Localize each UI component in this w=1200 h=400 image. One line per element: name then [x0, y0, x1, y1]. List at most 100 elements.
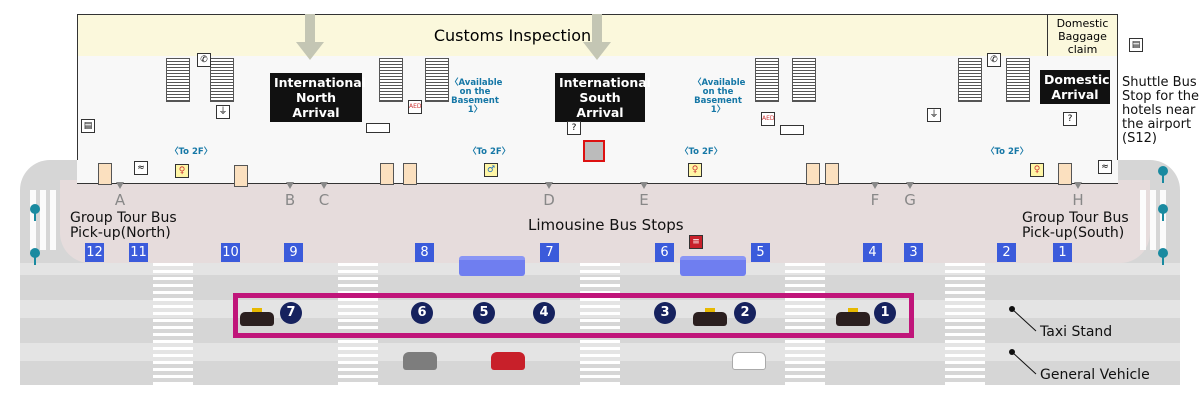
bus-stop-11[interactable]: 11	[129, 243, 148, 262]
gate-e: E	[634, 182, 654, 209]
taxi-zone	[233, 293, 914, 338]
bus-stop-8[interactable]: 8	[415, 243, 434, 262]
stairs-icon	[755, 58, 779, 102]
taxi-stand-5[interactable]: 5	[473, 302, 495, 324]
bus-stop-6[interactable]: 6	[655, 243, 674, 262]
bus-stop-7[interactable]: 7	[540, 243, 559, 262]
shop	[825, 163, 839, 185]
gate-b: B	[280, 182, 300, 209]
taxi-icon	[836, 308, 870, 326]
crosswalk	[153, 263, 193, 385]
info-phone-icon: ?	[1063, 112, 1077, 126]
crosswalk	[1140, 190, 1170, 250]
group-tour-south-pin	[1158, 204, 1168, 221]
bus-stop-3[interactable]: 3	[904, 243, 923, 262]
crosswalk	[945, 263, 985, 385]
smoking-icon: ≈	[134, 161, 148, 175]
car-icon	[732, 352, 766, 370]
shop	[234, 165, 248, 187]
general-vehicle-pointer	[1008, 348, 1042, 378]
bus-stop-12[interactable]: 12	[85, 243, 104, 262]
taxi-stand-4[interactable]: 4	[533, 302, 555, 324]
to-2f-note: 〈To 2F〉	[986, 147, 1029, 157]
sidewalk	[60, 180, 1150, 263]
smoking-icon: ≈	[1098, 160, 1112, 174]
limousine-bus-stops-label: Limousine Bus Stops	[528, 216, 684, 234]
power-icon: ⏚	[927, 108, 941, 122]
gate-f: F	[865, 182, 885, 209]
bus-stop-5[interactable]: 5	[751, 243, 770, 262]
car-icon	[403, 352, 437, 370]
stairs-icon	[958, 58, 982, 102]
bus-stop-4[interactable]: 4	[863, 243, 882, 262]
stairs-icon	[425, 58, 449, 102]
crosswalk	[338, 263, 378, 385]
shop	[98, 163, 112, 185]
group-tour-south-pin	[1158, 248, 1168, 265]
stairs-icon	[210, 58, 234, 102]
hall-exit-strip	[77, 160, 1118, 184]
power-icon: ⏚	[216, 105, 230, 119]
post-box-icon: ≡	[689, 235, 703, 249]
restroom-icon: ♀	[175, 164, 189, 178]
gate-a: A	[110, 182, 130, 209]
stairs-icon	[792, 58, 816, 102]
aed-icon: AED	[408, 100, 422, 114]
gate-d: D	[539, 182, 559, 209]
restroom-icon: ♂	[484, 163, 498, 177]
bus-icon	[459, 256, 525, 276]
bus-stop-9[interactable]: 9	[284, 243, 303, 262]
counter	[780, 125, 804, 135]
bus-stop-10[interactable]: 10	[221, 243, 240, 262]
taxi-stand-6[interactable]: 6	[411, 302, 433, 324]
group-tour-north-pin	[30, 204, 40, 221]
car-icon	[491, 352, 525, 370]
general-vehicle-label: General Vehicle	[1040, 367, 1150, 383]
restroom-icon: ♀	[1030, 163, 1044, 177]
basement-note: 〈Available on the Basement 1〉	[450, 78, 503, 115]
taxi-stand-7[interactable]: 7	[280, 302, 302, 324]
shuttle-bus-pin	[1158, 166, 1168, 183]
shop	[403, 163, 417, 185]
phone-icon: ✆	[987, 53, 1001, 67]
taxi-stand-label: Taxi Stand	[1040, 324, 1113, 340]
to-2f-note: 〈To 2F〉	[680, 147, 723, 157]
to-2f-note: 〈To 2F〉	[468, 147, 511, 157]
stairs-icon	[379, 58, 403, 102]
bus-stop-1[interactable]: 1	[1053, 243, 1072, 262]
crosswalk	[580, 263, 620, 385]
international-north-arrival: International North Arrival	[270, 73, 366, 122]
customs-label: Customs Inspection	[433, 26, 592, 45]
group-tour-north-label: Group Tour Bus Pick-up(North)	[70, 210, 177, 241]
shop	[380, 163, 394, 185]
taxi-stand-1[interactable]: 1	[874, 302, 896, 324]
stairs-icon	[1006, 58, 1030, 102]
bus-icon	[680, 256, 746, 276]
info-phone-icon: ?	[567, 121, 581, 135]
stairs-icon	[166, 58, 190, 102]
atm-icon: ▤	[1129, 38, 1143, 52]
international-south-arrival: International South Arrival	[555, 73, 651, 122]
domestic-baggage-claim: Domestic Baggage claim	[1047, 14, 1118, 57]
shop	[1058, 163, 1072, 185]
atm-icon: ▤	[81, 119, 95, 133]
bus-stop-2[interactable]: 2	[997, 243, 1016, 262]
taxi-stand-3[interactable]: 3	[654, 302, 676, 324]
basement-note: 〈Available on the Basement 1〉	[693, 78, 746, 115]
restroom-icon: ♀	[688, 163, 702, 177]
aed-icon: AED	[761, 112, 775, 126]
counter	[366, 123, 390, 133]
to-2f-note: 〈To 2F〉	[170, 147, 213, 157]
gate-c: C	[314, 182, 334, 209]
group-tour-north-pin	[30, 248, 40, 265]
arrow-down-icon	[583, 14, 611, 62]
taxi-stand-2[interactable]: 2	[734, 302, 756, 324]
gate-g: G	[900, 182, 920, 209]
shop	[806, 163, 820, 185]
shuttle-bus-label: Shuttle Bus Stop for the hotels near the…	[1122, 75, 1200, 146]
domestic-arrival: Domestic Arrival	[1040, 70, 1110, 104]
information-counter	[583, 140, 605, 162]
group-tour-south-label: Group Tour Bus Pick-up(South)	[1022, 210, 1129, 241]
arrow-down-icon	[296, 14, 324, 62]
taxi-stand-pointer	[1008, 305, 1042, 335]
